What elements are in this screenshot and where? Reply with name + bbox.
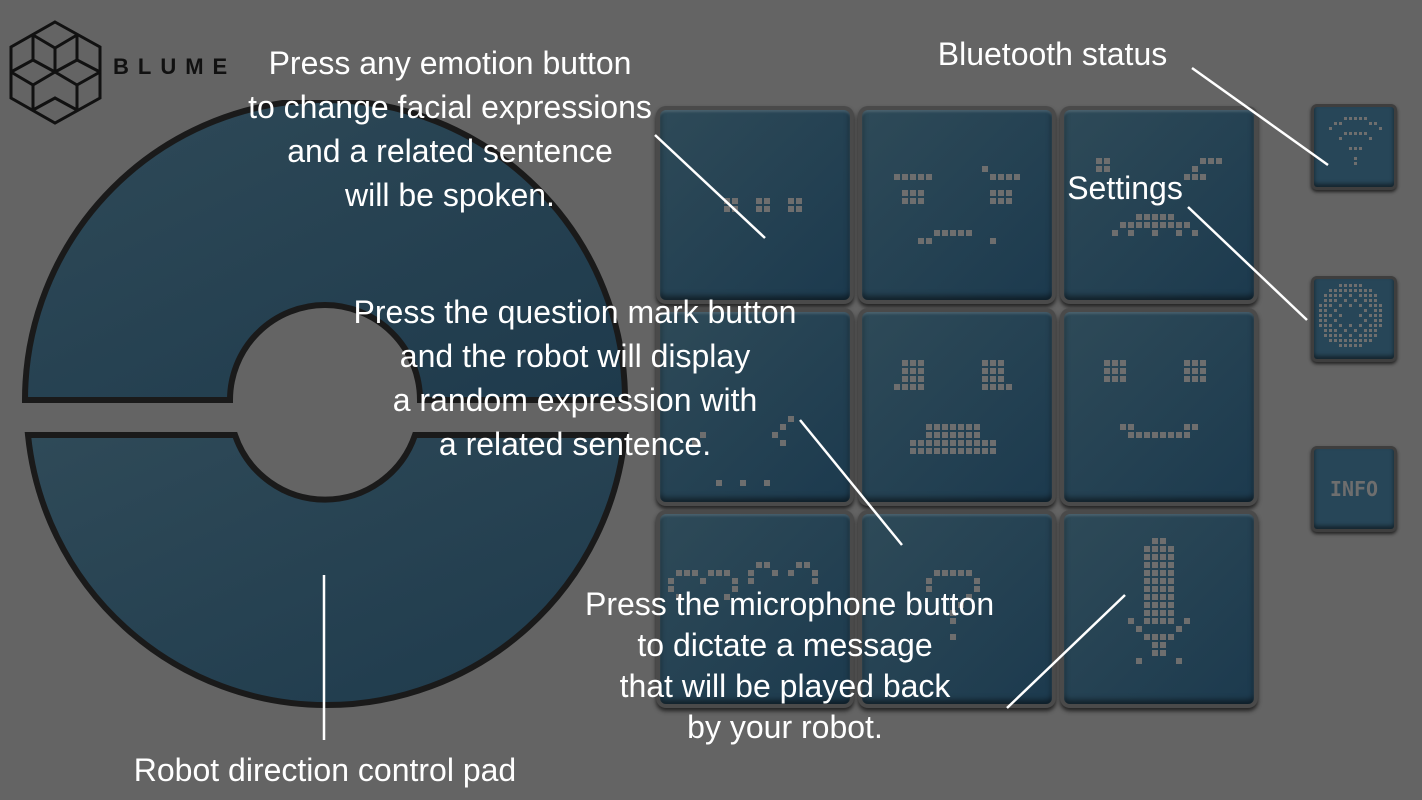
question-mark-face-icon (926, 570, 980, 640)
emotion-button-microphone[interactable] (1064, 514, 1254, 704)
bluetooth-status-button[interactable] (1314, 107, 1394, 187)
bluetooth-annotation: Bluetooth status (937, 36, 1168, 72)
blume-logo-icon (9, 20, 102, 125)
love-face-icon (668, 562, 818, 600)
settings-button[interactable] (1314, 279, 1394, 359)
neutral-face-icon (724, 198, 802, 212)
emotion-button-angry[interactable] (862, 110, 1052, 300)
happy-face-icon (1104, 360, 1206, 438)
dpad-backward-button[interactable] (24, 432, 629, 709)
question-random-face-icon (692, 416, 794, 486)
emotion-button-neutral[interactable] (660, 110, 850, 300)
surprised-face-icon (894, 360, 1012, 454)
microphone-face-icon (1128, 538, 1190, 664)
bluetooth-icon (1329, 117, 1382, 165)
emotion-button-happy[interactable] (1064, 312, 1254, 502)
angry-face-icon (894, 166, 1020, 244)
info-label: INFO (1329, 477, 1379, 501)
logo-text: BLUME (113, 54, 237, 79)
settings-annotation: Settings (1067, 170, 1183, 206)
emotion-button-surprised[interactable] (862, 312, 1052, 502)
dpad-annotation: Robot direction control pad (133, 752, 517, 788)
info-button[interactable]: INFO (1314, 449, 1394, 529)
dpad-forward-button[interactable] (21, 100, 629, 403)
gear-icon (1319, 284, 1382, 347)
direction-control-pad[interactable] (0, 100, 660, 740)
